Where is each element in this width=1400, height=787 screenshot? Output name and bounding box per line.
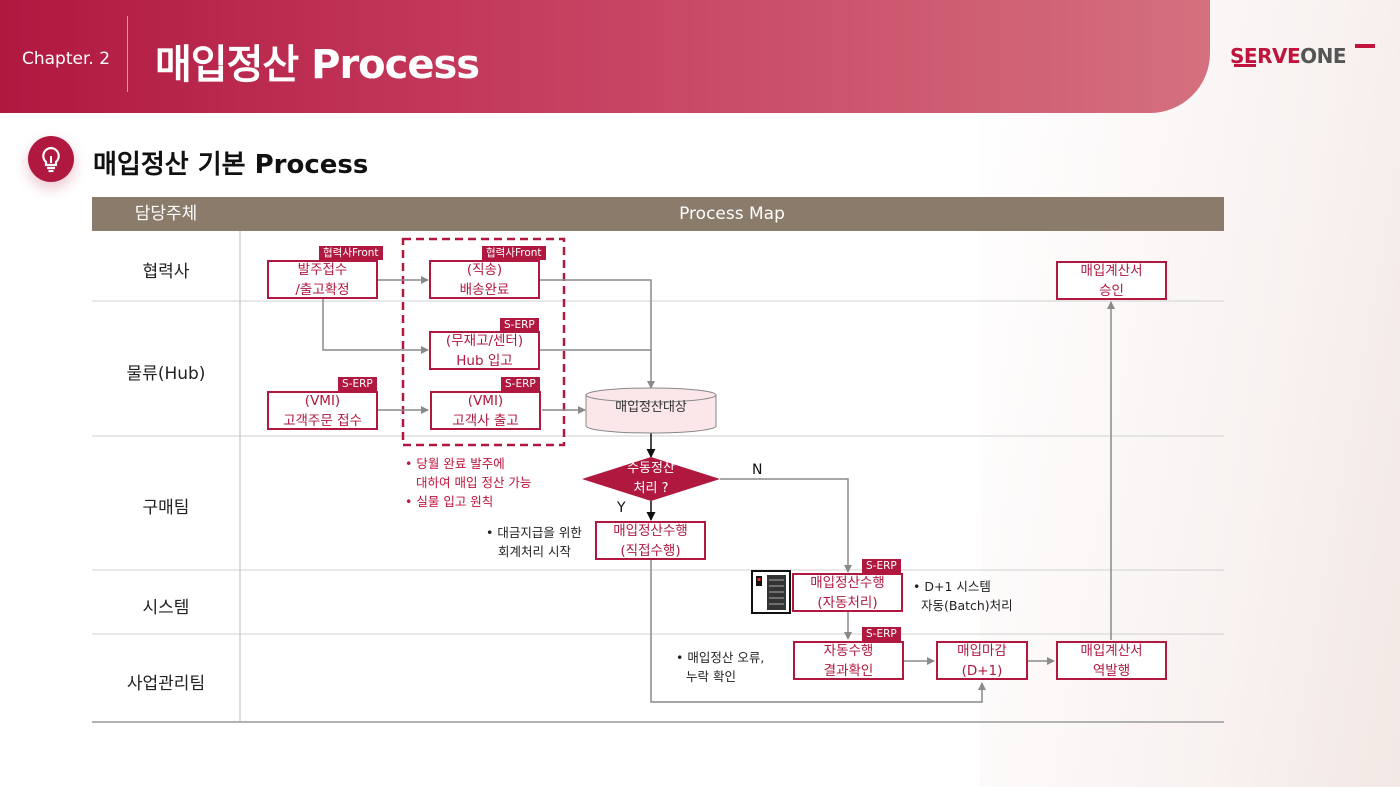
column-header-owner: 담당주체 bbox=[134, 204, 198, 224]
tag-s-erp: S-ERP bbox=[862, 559, 901, 573]
lane-label-system: 시스템 bbox=[142, 598, 190, 618]
background-fade bbox=[980, 0, 1400, 787]
lightbulb-icon bbox=[28, 136, 74, 182]
logo-accent-bar bbox=[1234, 64, 1256, 67]
tag-s-erp: S-ERP bbox=[338, 377, 377, 391]
box-manual-settle: 매입정산수행(직접수행) bbox=[595, 521, 706, 560]
section-title: 매입정산 기본 Process bbox=[93, 150, 369, 180]
decision-yes-label: Y bbox=[617, 500, 626, 516]
decision-no-label: N bbox=[752, 462, 763, 478]
box-vmi-ship: (VMI)고객사 출고 bbox=[430, 391, 541, 430]
lane-label-purchasing: 구매팀 bbox=[142, 498, 190, 518]
logo-part-one: ONE bbox=[1300, 44, 1347, 68]
header-banner bbox=[0, 0, 1210, 113]
note-error-check: • 매입정산 오류, 누락 확인 bbox=[676, 650, 765, 684]
header-divider bbox=[127, 16, 128, 92]
chapter-label: Chapter. 2 bbox=[22, 49, 111, 69]
box-vmi-order: (VMI)고객주문 접수 bbox=[267, 391, 378, 430]
box-auto-settle: 매입정산수행(자동처리) bbox=[792, 573, 903, 612]
tag-s-erp: S-ERP bbox=[501, 377, 540, 391]
tag-partner-front: 협력사Front bbox=[319, 246, 383, 260]
column-header-process-map: Process Map bbox=[679, 204, 785, 224]
page-title: 매입정산 Process bbox=[155, 42, 480, 88]
table-header: 담당주체 Process Map bbox=[92, 197, 1224, 231]
box-hub-receipt: (무재고/센터)Hub 입고 bbox=[429, 331, 540, 370]
note-month-settlement: • 당월 완료 발주에 대하여 매입 정산 가능 • 실물 입고 원칙 bbox=[405, 456, 532, 509]
lane-label-business-mgmt: 사업관리팀 bbox=[126, 674, 206, 694]
tag-s-erp: S-ERP bbox=[500, 318, 539, 332]
box-direct-ship: (직송)배송완료 bbox=[429, 260, 540, 299]
note-payment: • 대금지급을 위한 회계처리 시작 bbox=[486, 525, 582, 559]
settle-target-label: 매입정산대상 bbox=[615, 400, 687, 415]
logo-accent-bar bbox=[1355, 44, 1375, 48]
database-cylinder bbox=[585, 387, 717, 434]
box-order-receipt: 발주접수/출고확정 bbox=[267, 260, 378, 299]
lane-label-partner: 협력사 bbox=[142, 262, 190, 282]
lane-label-hub: 물류(Hub) bbox=[126, 364, 206, 384]
box-closing: 매입마감(D+1) bbox=[936, 641, 1028, 680]
server-icon bbox=[751, 570, 791, 614]
note-system-batch: • D+1 시스템 자동(Batch)처리 bbox=[913, 579, 1013, 613]
tag-partner-front: 협력사Front bbox=[482, 246, 546, 260]
tag-s-erp: S-ERP bbox=[862, 627, 901, 641]
